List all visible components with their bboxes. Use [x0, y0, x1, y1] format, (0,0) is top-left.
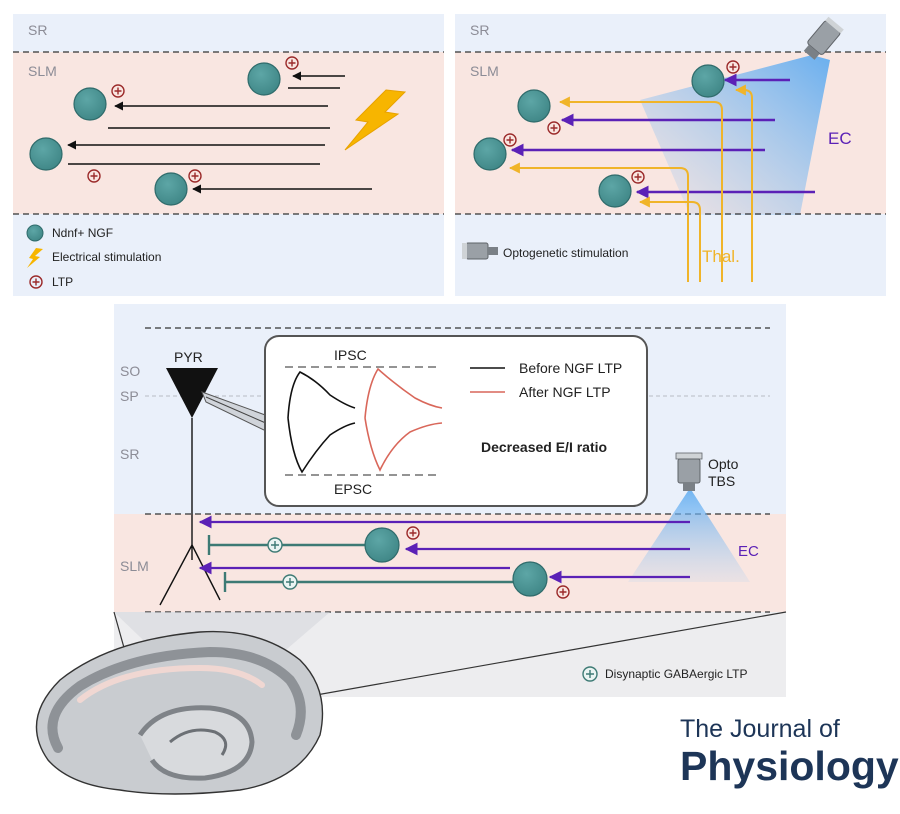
trace-before-epsc — [287, 417, 356, 474]
journal-logo: The Journal of Physiology — [680, 715, 899, 789]
ngf-cell — [247, 62, 281, 96]
ltp-plus-icon — [631, 170, 645, 184]
panel-a-legend: Ndnf+ NGF Electrical stimulation LTP — [26, 224, 161, 289]
light-beam — [628, 488, 750, 582]
ipsc-label: IPSC — [334, 347, 367, 363]
lightning-bolt-icon — [344, 89, 407, 151]
ngf-cell — [691, 64, 725, 98]
trace-after-epsc — [364, 417, 443, 472]
legend-before-label: Before NGF LTP — [519, 360, 622, 376]
ngf-cell — [29, 137, 63, 171]
ngf-cell-icon — [26, 224, 44, 242]
panel-b: SR SLM — [455, 14, 886, 296]
ngf-cell — [517, 89, 551, 123]
epsc-label: EPSC — [334, 481, 372, 497]
journal-title-line2: Physiology — [680, 743, 899, 789]
panel-a: SR SLM — [13, 14, 444, 296]
ltp-plus-icon — [87, 169, 101, 183]
disynaptic-plus-icon — [282, 574, 298, 590]
ngf-cell — [473, 137, 507, 171]
ltp-plus-icon — [726, 60, 740, 74]
ltp-plus-icon — [547, 121, 561, 135]
legend-ngf-label: Ndnf+ NGF — [52, 226, 113, 240]
panel-a-slm-band — [13, 52, 444, 214]
panel-c-sr-label: SR — [120, 446, 139, 462]
ltp-plus-icon — [285, 56, 299, 70]
ngf-cell — [512, 561, 548, 597]
panel-b-ec-label: EC — [828, 129, 852, 148]
ltp-plus-icon — [503, 133, 517, 147]
panel-c-slm-label: SLM — [120, 558, 149, 574]
legend-disynaptic-label: Disynaptic GABAergic LTP — [605, 667, 748, 681]
disynaptic-plus-icon — [582, 666, 598, 682]
hippocampus-illustration — [35, 611, 787, 795]
thal-axon-arrows — [508, 84, 753, 282]
panel-c-so-label: SO — [120, 363, 140, 379]
disynaptic-plus-icon — [267, 537, 283, 553]
opto-tbs-line2: TBS — [708, 473, 735, 489]
panel-b-sr-label: SR — [470, 22, 489, 38]
legend-ltp-label: LTP — [52, 275, 73, 289]
ltp-plus-icon — [111, 84, 125, 98]
trace-before-ipsc — [287, 370, 356, 419]
ei-ratio-label: Decreased E/I ratio — [481, 439, 607, 455]
panel-b-slm-label: SLM — [470, 63, 499, 79]
opto-legend-icon — [462, 242, 498, 260]
panel-b-thal-label: Thal. — [702, 247, 740, 266]
trace-inset-box — [264, 335, 648, 507]
ngf-cell — [598, 174, 632, 208]
panel-a-axon-arrows — [67, 71, 372, 194]
ltp-plus-icon — [29, 275, 43, 289]
pyr-label: PYR — [174, 349, 203, 365]
journal-title-line1: The Journal of — [680, 715, 840, 743]
pyramidal-neuron — [159, 368, 221, 606]
panel-c-ec-label: EC — [738, 543, 759, 560]
ngf-cell — [73, 87, 107, 121]
inhibitory-projections — [207, 535, 516, 592]
ec-axon-arrows — [198, 515, 690, 584]
ltp-plus-icon — [406, 526, 420, 540]
legend-electrical-label: Electrical stimulation — [52, 250, 161, 264]
panel-a-sr-label: SR — [28, 22, 47, 38]
optic-fiber-icon — [803, 16, 844, 60]
legend-opto-label: Optogenetic stimulation — [503, 246, 628, 260]
ngf-cell — [364, 527, 400, 563]
opto-tbs-line1: Opto — [708, 456, 739, 472]
optic-fiber-icon — [675, 452, 703, 491]
ltp-plus-icon — [556, 585, 570, 599]
ltp-plus-icon — [188, 169, 202, 183]
panel-c-sp-label: SP — [120, 388, 139, 404]
legend-after-label: After NGF LTP — [519, 384, 611, 400]
lightning-bolt-icon — [27, 248, 43, 268]
trace-after-ipsc — [364, 367, 443, 419]
ngf-cell — [154, 172, 188, 206]
panel-a-slm-label: SLM — [28, 63, 57, 79]
